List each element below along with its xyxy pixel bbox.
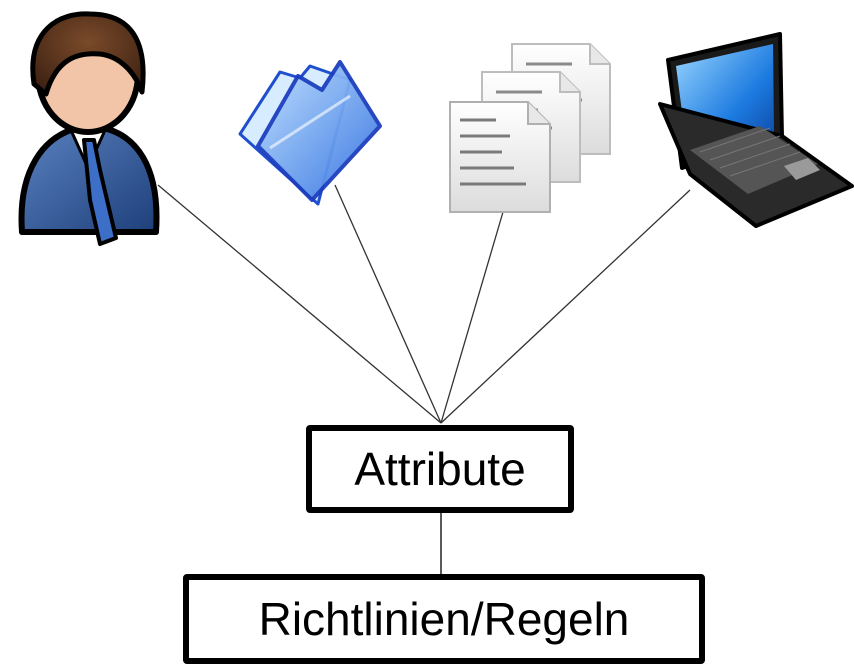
connector-folder [334, 184, 442, 424]
laptop-icon [658, 32, 854, 228]
documents-icon [449, 43, 611, 213]
folder-icon [238, 60, 382, 206]
user-icon [18, 11, 160, 246]
attributes-box: Attribute [306, 425, 574, 513]
connector-laptop [440, 189, 691, 424]
rules-label: Richtlinien/Regeln [258, 593, 630, 645]
connector-user [157, 184, 442, 424]
connectors [157, 184, 691, 576]
connector-documents [440, 211, 504, 424]
rules-box: Richtlinien/Regeln [183, 574, 705, 664]
attributes-label: Attribute [354, 443, 526, 495]
